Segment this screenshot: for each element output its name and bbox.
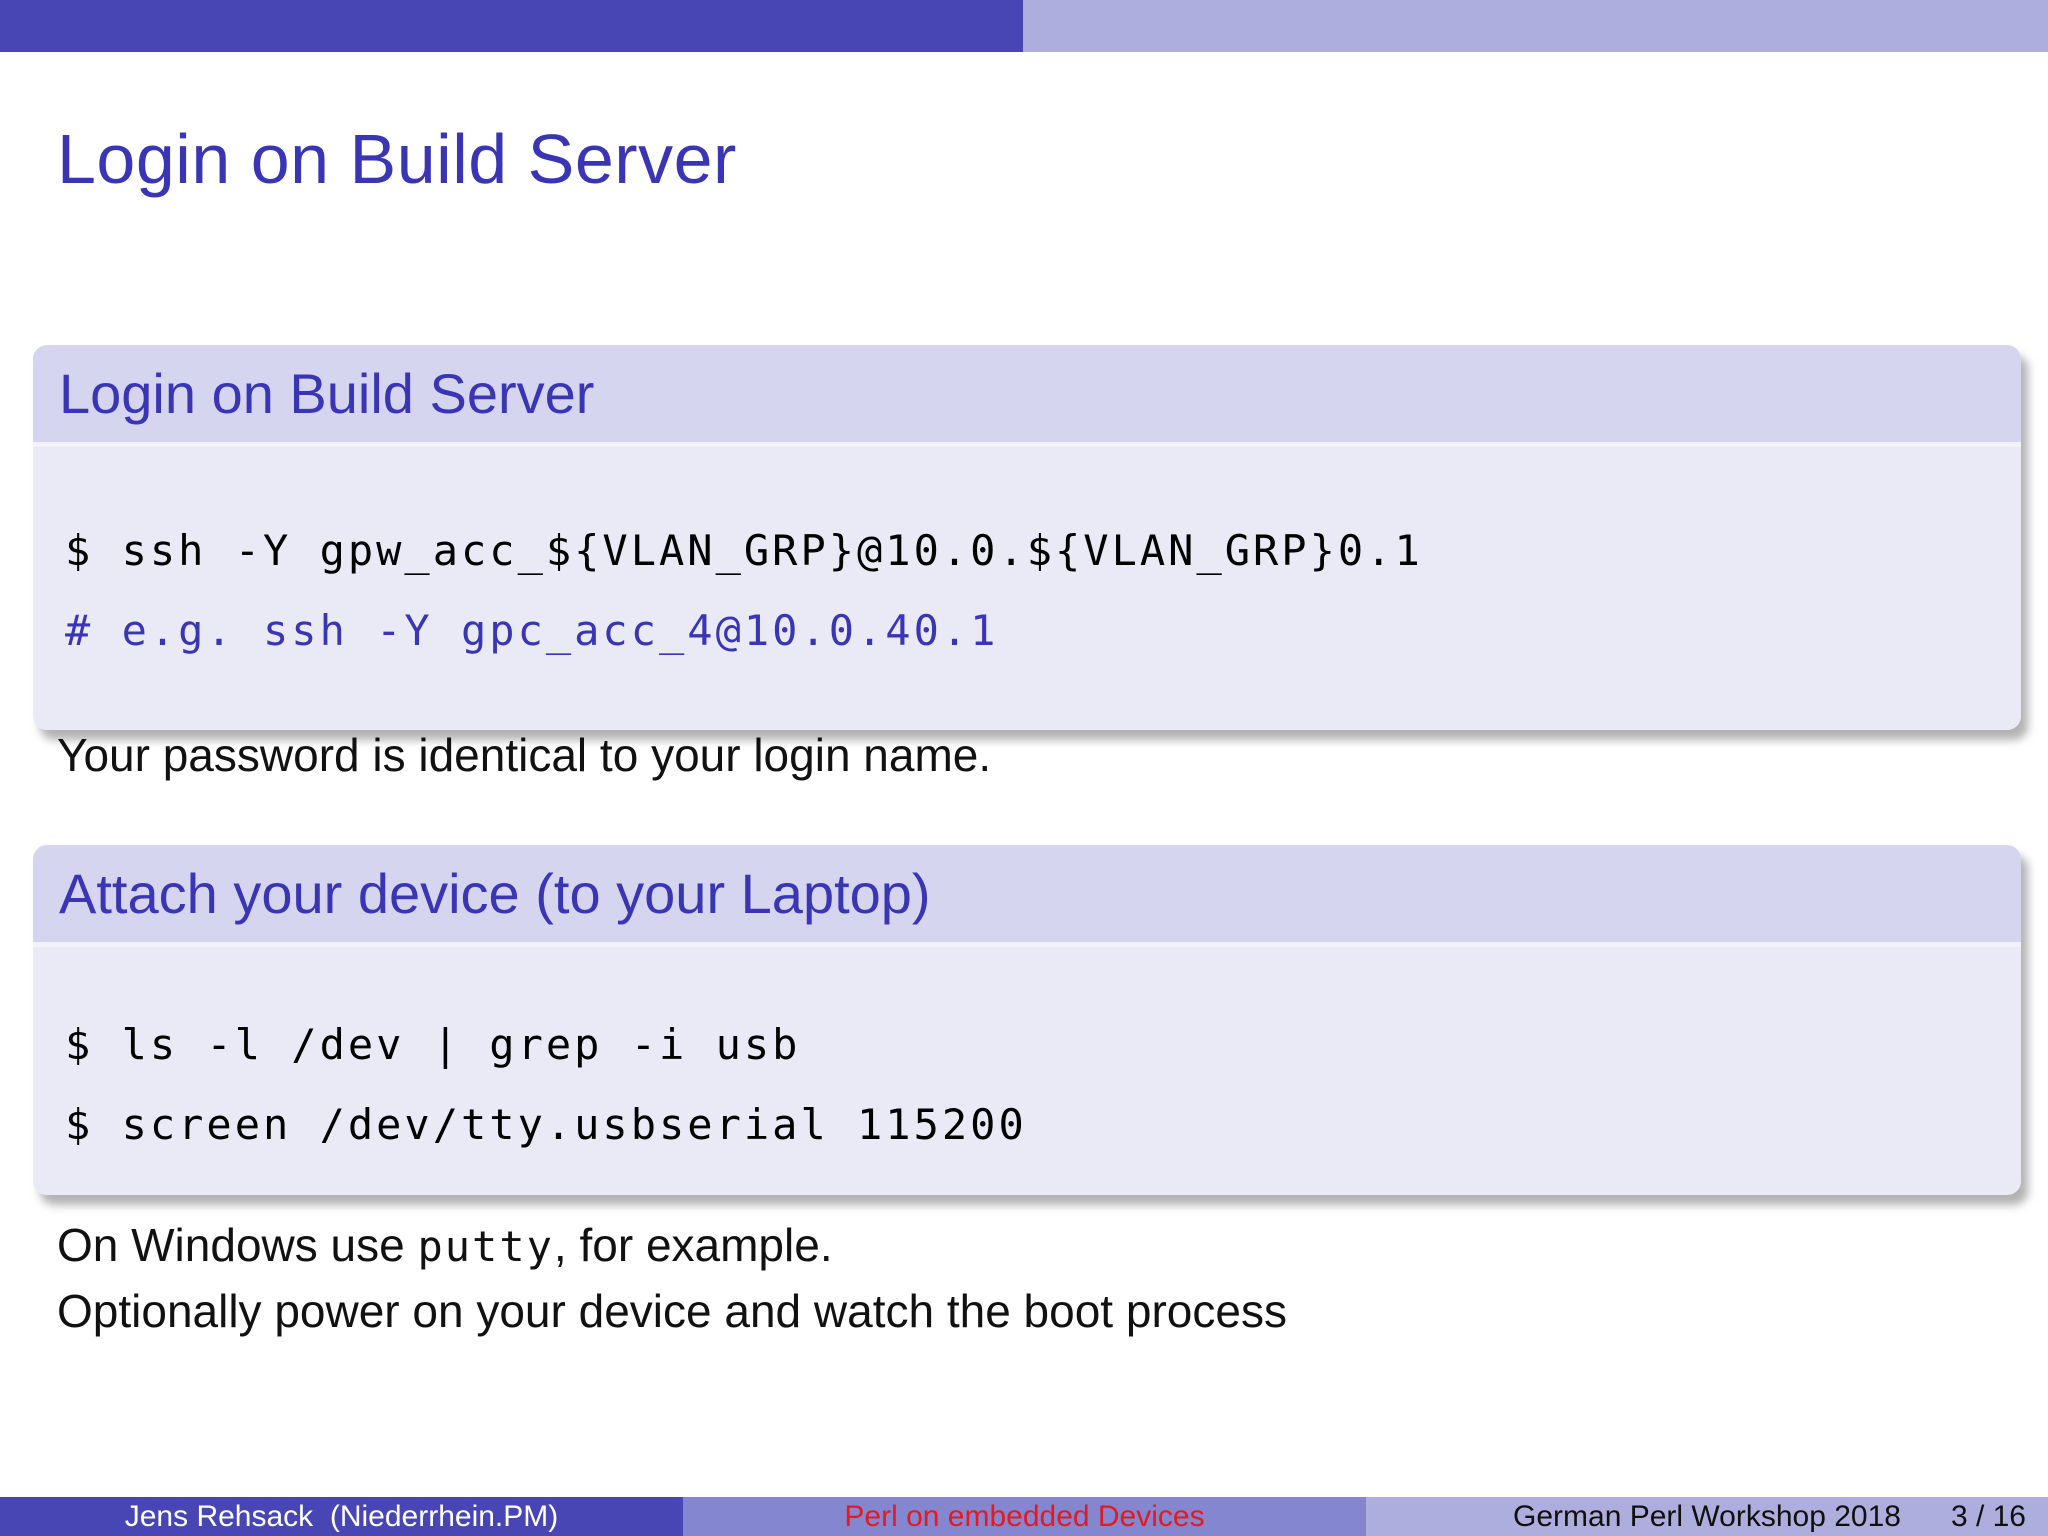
- foot-bar: Jens Rehsack (Niederrhein.PM) Perl on em…: [0, 1497, 2048, 1536]
- windows-note-prefix: On Windows use: [57, 1219, 418, 1271]
- head-bar: [0, 0, 2048, 52]
- frame-title: Login on Build Server: [57, 119, 737, 198]
- block-title: Attach your device (to your Laptop): [33, 845, 2021, 947]
- footer-deck-title-segment: Perl on embedded Devices: [683, 1497, 1366, 1536]
- footer-event-segment: German Perl Workshop 2018 3 / 16: [1366, 1497, 2048, 1536]
- head-bar-light-segment: [1023, 0, 2048, 52]
- code-line-screen-command: $ screen /dev/tty.usbserial 115200: [65, 1100, 1027, 1149]
- footer-author: Jens Rehsack (Niederrhein.PM): [124, 1499, 559, 1533]
- password-note: Your password is identical to your login…: [57, 729, 992, 781]
- block-login-on-build-server: Login on Build Server $ ssh -Y gpw_acc_$…: [33, 345, 2021, 730]
- footer-page-number: 3 / 16: [1950, 1499, 2026, 1533]
- footer-deck-title: Perl on embedded Devices: [844, 1499, 1205, 1533]
- windows-note: On Windows use putty, for example.: [57, 1218, 833, 1273]
- block-title: Login on Build Server: [33, 345, 2021, 447]
- footer-author-segment: Jens Rehsack (Niederrhein.PM): [0, 1497, 683, 1536]
- putty-inline-code: putty: [417, 1222, 554, 1271]
- footer-event: German Perl Workshop 2018: [1513, 1499, 1901, 1533]
- code-line-ls-command: $ ls -l /dev | grep -i usb: [65, 1020, 801, 1069]
- head-bar-dark-segment: [0, 0, 1023, 52]
- block-attach-your-device: Attach your device (to your Laptop) $ ls…: [33, 845, 2021, 1195]
- optional-boot-note: Optionally power on your device and watc…: [57, 1285, 1287, 1337]
- block-code-area: $ ssh -Y gpw_acc_${VLAN_GRP}@10.0.${VLAN…: [33, 447, 2021, 730]
- code-line-ssh-command: $ ssh -Y gpw_acc_${VLAN_GRP}@10.0.${VLAN…: [65, 526, 1423, 575]
- block-code-area: $ ls -l /dev | grep -i usb $ screen /dev…: [33, 947, 2021, 1195]
- code-line-ssh-example-comment: # e.g. ssh -Y gpc_acc_4@10.0.40.1: [65, 606, 999, 655]
- windows-note-suffix: , for example.: [553, 1219, 833, 1271]
